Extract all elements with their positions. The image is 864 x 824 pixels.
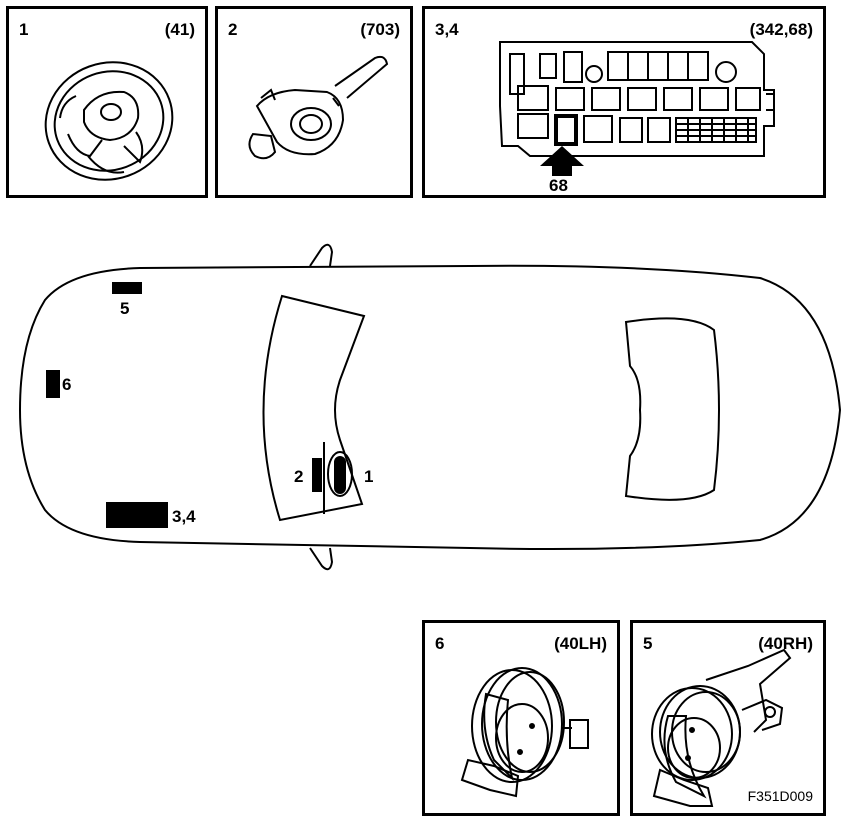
label-1: 1 — [364, 467, 374, 486]
horn-lh-marker — [46, 370, 60, 398]
panel-number: 6 — [435, 634, 445, 653]
steering-wheel-icon — [44, 61, 174, 181]
ignition-switch-icon — [248, 55, 389, 160]
panel-code: (342,68) — [749, 20, 813, 39]
panel-fuse-box: 3,4 (342,68) — [422, 6, 826, 198]
fuse-box-icon — [499, 41, 775, 176]
ignition-switch-marker — [312, 458, 322, 492]
fuse-box-marker — [106, 502, 168, 528]
panel-ignition-switch: 2 (703) — [215, 6, 413, 198]
label-6: 6 — [62, 375, 72, 394]
steering-wheel-marker — [334, 456, 346, 494]
panel-code: (703) — [360, 20, 400, 39]
horn-icon — [651, 648, 792, 807]
label-2: 2 — [294, 467, 304, 486]
figure-reference: F351D009 — [747, 788, 813, 804]
panel-number: 2 — [228, 20, 238, 39]
panel-number: 1 — [19, 20, 29, 39]
horn-icon — [460, 667, 589, 798]
panel-horn-lh: 6 (40LH) — [422, 620, 620, 816]
panel-code: (40LH) — [554, 634, 607, 653]
panel-number: 3,4 — [435, 20, 459, 39]
panel-code: (40RH) — [758, 634, 813, 653]
panel-number: 5 — [643, 634, 653, 653]
label-5: 5 — [120, 299, 130, 318]
horn-rh-marker — [112, 282, 142, 294]
label-3-4: 3,4 — [172, 507, 196, 526]
panel-steering-wheel: 1 (41) — [6, 6, 208, 198]
arrow-label: 68 — [549, 176, 568, 195]
panel-horn-rh: 5 (40RH) F351D009 — [630, 620, 826, 816]
panel-code: (41) — [164, 20, 195, 39]
arrow-icon — [540, 146, 584, 176]
